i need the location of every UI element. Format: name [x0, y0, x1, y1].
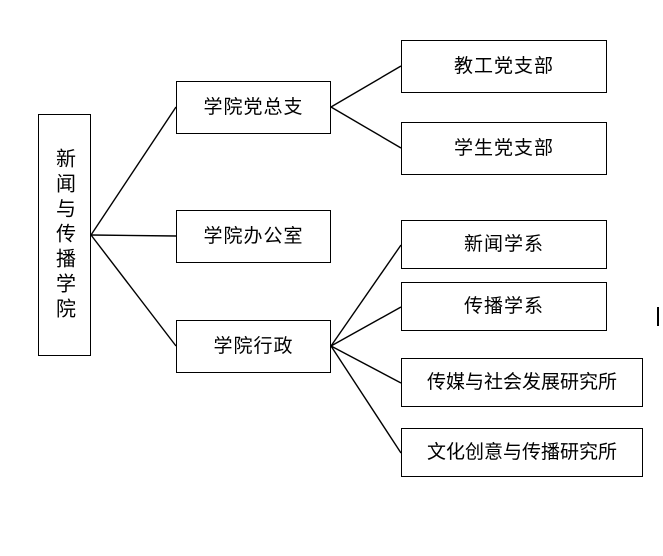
node-communication-department[interactable]: 传播学系 — [401, 282, 607, 331]
node-journalism-department[interactable]: 新闻学系 — [401, 220, 607, 269]
node-staff-party-branch-label: 教工党支部 — [453, 54, 554, 77]
connector-admin-to-media-society-institute — [330, 345, 402, 384]
node-party-branch-label: 学院党总支 — [203, 95, 304, 118]
node-culture-communication-research-institute-label: 文化创意与传播研究所 — [426, 440, 617, 463]
connector-root-to-admin — [90, 234, 177, 347]
node-party-branch[interactable]: 学院党总支 — [176, 81, 331, 134]
connector-admin-to-communication-dept — [330, 306, 402, 347]
node-college-office-label: 学院办公室 — [203, 224, 304, 247]
node-college-administration-label: 学院行政 — [213, 334, 294, 357]
connector-root-to-party-branch — [90, 106, 177, 236]
node-staff-party-branch[interactable]: 教工党支部 — [401, 40, 607, 93]
node-media-society-research-institute[interactable]: 传媒与社会发展研究所 — [401, 358, 643, 407]
node-student-party-branch-label: 学生党支部 — [453, 136, 554, 159]
node-student-party-branch[interactable]: 学生党支部 — [401, 122, 607, 175]
node-college-administration[interactable]: 学院行政 — [176, 320, 331, 373]
node-communication-department-label: 传播学系 — [463, 294, 544, 317]
node-journalism-department-label: 新闻学系 — [463, 232, 544, 255]
clipped-edge-artifact — [657, 307, 659, 326]
connector-admin-to-culture-comm-institute — [330, 345, 402, 454]
connector-root-to-office — [90, 234, 177, 237]
node-media-society-research-institute-label: 传媒与社会发展研究所 — [426, 370, 617, 393]
node-root-label: 新闻与传播学院 — [52, 147, 77, 323]
connector-admin-to-journalism-dept — [330, 244, 402, 347]
connector-party-to-staff-party — [330, 65, 402, 108]
node-culture-communication-research-institute[interactable]: 文化创意与传播研究所 — [401, 428, 643, 477]
node-root-college[interactable]: 新闻与传播学院 — [38, 114, 91, 356]
connector-party-to-student-party — [330, 106, 402, 149]
node-college-office[interactable]: 学院办公室 — [176, 210, 331, 263]
